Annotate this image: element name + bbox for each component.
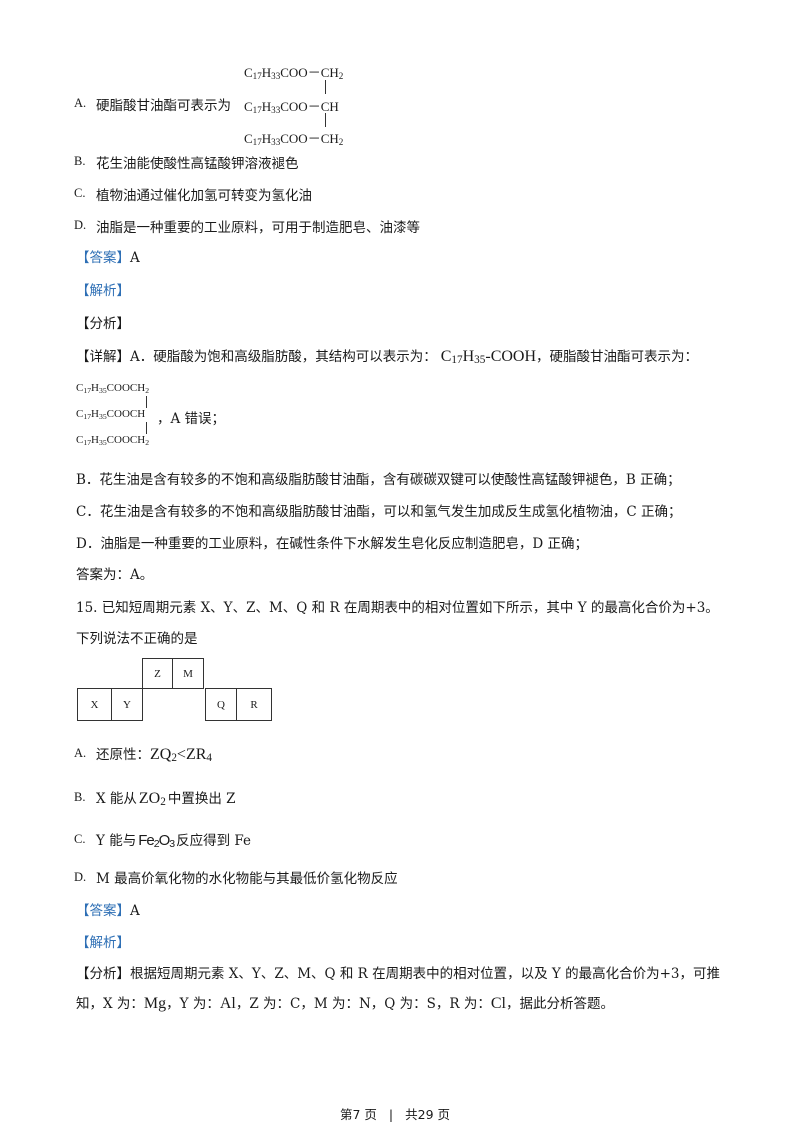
q15-answer-line: 【答案】A xyxy=(76,899,140,919)
detail-conclusion: 答案为：A。 xyxy=(76,567,154,583)
q15-optA: 还原性：ZQ2<ZR4 xyxy=(96,746,212,764)
answer-tag: 【答案】 xyxy=(76,250,130,266)
detail-a-wrong: ，A 错误； xyxy=(157,411,226,427)
detail-c: C．花生油是含有较多的不饱和高级脂肪酸甘油酯，可以和氢气发生加成反生成氢化植物油… xyxy=(76,504,682,520)
q15-optD: M 最高价氧化物的水化物能与其最低价氢化物反应 xyxy=(96,871,398,887)
detail-b: B．花生油是含有较多的不饱和高级脂肪酸甘油酯，含有碳碳双键可以使酸性高锰酸钾褪色… xyxy=(76,472,681,488)
q15-analysis-heading: 【解析】 xyxy=(76,935,130,951)
optA-label: A. xyxy=(74,96,87,110)
detail-struct-row2: C17H35COOCH xyxy=(76,408,146,421)
q15-fenxi-line2: 知，X 为：Mg，Y 为：Al，Z 为：C，M 为：N，Q 为：S，R 为：Cl… xyxy=(76,995,614,1012)
optD-label: D. xyxy=(74,218,87,232)
cell-r: R xyxy=(236,688,272,721)
detail-line: 【详解】A．硬脂酸为饱和高级脂肪酸，其结构可以表示为：C17H35-COOH，硬… xyxy=(76,345,698,366)
detail-struct-row3: C17H35COOCH2 xyxy=(76,434,150,447)
q15-number: 15. xyxy=(76,600,98,616)
optA-struct-row3: C17H33COO－CH2 xyxy=(244,131,344,147)
optD-text: 油脂是一种重要的工业原料，可用于制造肥皂、油漆等 xyxy=(96,220,420,236)
optB-text: 花生油能使酸性高锰酸钾溶液褪色 xyxy=(96,156,299,172)
fenxi-heading: 【分析】 xyxy=(76,316,130,332)
detail-intro: 【详解】A．硬脂酸为饱和高级脂肪酸，其结构可以表示为： xyxy=(76,349,437,365)
detail-struct-row1: C17H35COOCH2 xyxy=(76,382,150,395)
q15-stem: 已知短周期元素 X、Y、Z、M、Q 和 R 在周期表中的相对位置如下所示，其中 … xyxy=(101,600,719,616)
answer-line: 【答案】A xyxy=(76,246,140,266)
optC-text: 植物油通过催化加氢可转变为氢化油 xyxy=(96,188,312,204)
page-total: 共29 页 xyxy=(405,1107,451,1122)
bond-line xyxy=(325,80,326,94)
bond-line xyxy=(146,396,147,408)
cell-z: Z xyxy=(142,658,173,689)
optA-text: 硬脂酸甘油酯可表示为 xyxy=(96,98,231,114)
analysis-heading: 【解析】 xyxy=(76,283,130,299)
page-number: 第7 页 xyxy=(340,1107,377,1122)
cell-y: Y xyxy=(111,688,143,721)
optA-struct-row1: C17H33COO－CH2 xyxy=(244,65,344,81)
bond-line xyxy=(325,113,326,127)
zo2-formula: ZO2 xyxy=(138,790,166,808)
q15-line2: 下列说法不正确的是 xyxy=(76,631,198,647)
optB-label: B. xyxy=(74,154,86,168)
q15-answer-value: A xyxy=(130,903,140,919)
page-footer: 第7 页 | 共29 页 xyxy=(340,1104,450,1123)
stearic-acid-formula: C17H35-COOH xyxy=(440,348,537,366)
q15-line1: 15. 已知短周期元素 X、Y、Z、M、Q 和 R 在周期表中的相对位置如下所示… xyxy=(76,596,719,616)
cell-q: Q xyxy=(205,688,237,721)
q15-optD-label: D. xyxy=(74,870,87,884)
reducing-comparison: ZQ2<ZR4 xyxy=(150,746,212,764)
detail-after: ，硬脂酸甘油酯可表示为： xyxy=(536,349,699,365)
cell-m: M xyxy=(172,658,204,689)
q15-optA-label: A. xyxy=(74,746,87,760)
fe2o3-formula: Fe2O3 xyxy=(138,832,175,850)
q15-optC-label: C. xyxy=(74,832,86,846)
q15-fenxi-line1: 【分析】根据短周期元素 X、Y、Z、M、Q 和 R 在周期表中的相对位置，以及 … xyxy=(76,966,721,982)
detail-d: D．油脂是一种重要的工业原料，在碱性条件下水解发生皂化反应制造肥皂，D 正确； xyxy=(76,536,588,552)
bond-line xyxy=(146,422,147,434)
q15-optB-label: B. xyxy=(74,790,86,804)
optA-struct-row2: C17H33COO－CH xyxy=(244,99,339,115)
q15-answer-tag: 【答案】 xyxy=(76,903,130,919)
footer-separator: | xyxy=(388,1107,394,1122)
cell-x: X xyxy=(77,688,112,721)
optC-label: C. xyxy=(74,186,86,200)
answer-value: A xyxy=(130,250,140,266)
